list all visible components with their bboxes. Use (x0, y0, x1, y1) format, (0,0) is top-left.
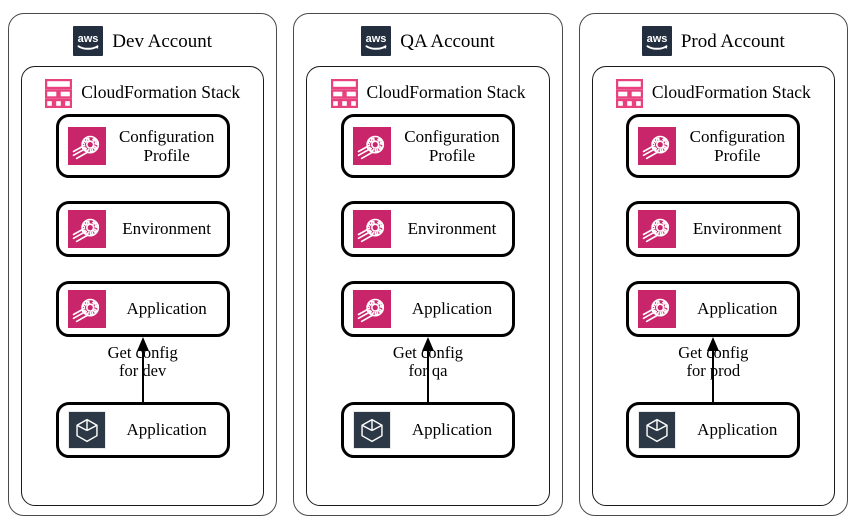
client-application-prod[interactable]: Application (626, 402, 801, 458)
cloudformation-title-dev: CloudFormation Stack (81, 82, 241, 103)
cloudformation-header-qa: CloudFormation Stack (330, 76, 526, 110)
resource-application-prod[interactable]: Application (626, 281, 801, 337)
aws-logo-icon: aws (73, 26, 104, 56)
account-title-prod: Prod Account (680, 30, 785, 52)
resource-environment-dev[interactable]: Environment (55, 201, 230, 257)
account-header-qa: aws QA Account (361, 22, 495, 60)
account-header-dev: aws Dev Account (73, 22, 212, 60)
cloudformation-stack-icon (45, 78, 73, 108)
client-label: Application (411, 420, 493, 440)
client-label: Application (697, 420, 778, 440)
cube-icon (352, 411, 391, 449)
resource-environment-qa[interactable]: Environment (340, 201, 515, 257)
resource-label: Environment (407, 219, 497, 239)
resource-label: Configuration Profile (118, 126, 215, 165)
resource-application-qa[interactable]: Application (340, 281, 515, 337)
client-label: Application (126, 420, 207, 440)
account-title-dev: Dev Account (112, 30, 213, 52)
resource-stack-dev: Configuration Profile Environment (22, 114, 263, 505)
connector-label-dev: Get config for dev (107, 343, 178, 381)
resource-stack-prod: Configuration Profile Environment (593, 114, 834, 505)
account-panel-prod: aws Prod Account CloudFormation Stack (578, 13, 848, 516)
resource-label: Environment (692, 219, 782, 239)
cloudformation-stack-icon (330, 78, 358, 108)
resource-stack-qa: Configuration Profile Environment (307, 114, 548, 505)
account-panel-dev: aws Dev Account CloudFormation Stack (8, 13, 278, 516)
resource-configuration-profile-prod[interactable]: Configuration Profile (626, 114, 801, 178)
client-application-qa[interactable]: Application (340, 402, 515, 458)
appconfig-icon (352, 290, 391, 328)
cloudformation-stack-icon (615, 78, 643, 108)
cube-icon (638, 411, 677, 449)
connector-label-prod: Get config for prod (678, 343, 749, 381)
appconfig-icon (638, 210, 677, 248)
client-application-dev[interactable]: Application (55, 402, 230, 458)
resource-label: Application (126, 299, 207, 319)
cloudformation-header-dev: CloudFormation Stack (45, 76, 240, 110)
cloudformation-title-qa: CloudFormation Stack (366, 82, 526, 103)
appconfig-icon (67, 127, 106, 165)
appconfig-icon (638, 127, 677, 165)
appconfig-icon (67, 210, 106, 248)
resource-application-dev[interactable]: Application (55, 281, 230, 337)
appconfig-icon (352, 210, 391, 248)
cloudformation-header-prod: CloudFormation Stack (615, 76, 811, 110)
connector-label-qa: Get config for qa (392, 343, 464, 381)
resource-label: Configuration Profile (689, 126, 785, 165)
appconfig-icon (638, 290, 677, 328)
svg-text:aws: aws (646, 33, 667, 45)
cloudformation-stack-dev: CloudFormation Stack Configuration Profi… (21, 66, 265, 506)
resource-label: Configuration Profile (404, 126, 500, 165)
aws-logo-icon: aws (641, 26, 672, 56)
svg-text:aws: aws (366, 33, 387, 45)
cube-icon (67, 411, 106, 449)
aws-logo-icon: aws (361, 26, 392, 56)
resource-label: Application (411, 299, 493, 319)
resource-label: Environment (122, 219, 212, 239)
svg-text:aws: aws (78, 33, 99, 45)
resource-label: Application (697, 299, 778, 319)
resource-environment-prod[interactable]: Environment (626, 201, 801, 257)
cloudformation-stack-prod: CloudFormation Stack Configuration Profi… (591, 66, 835, 506)
account-title-qa: QA Account (400, 30, 495, 52)
cloudformation-stack-qa: CloudFormation Stack Configuration Profi… (306, 66, 550, 506)
appconfig-icon (67, 290, 106, 328)
resource-configuration-profile-qa[interactable]: Configuration Profile (340, 114, 515, 178)
account-header-prod: aws Prod Account (641, 22, 785, 60)
resource-configuration-profile-dev[interactable]: Configuration Profile (55, 114, 230, 178)
cloudformation-title-prod: CloudFormation Stack (651, 82, 811, 103)
account-panel-qa: aws QA Account CloudFormation Stack (293, 13, 563, 516)
appconfig-icon (352, 127, 391, 165)
